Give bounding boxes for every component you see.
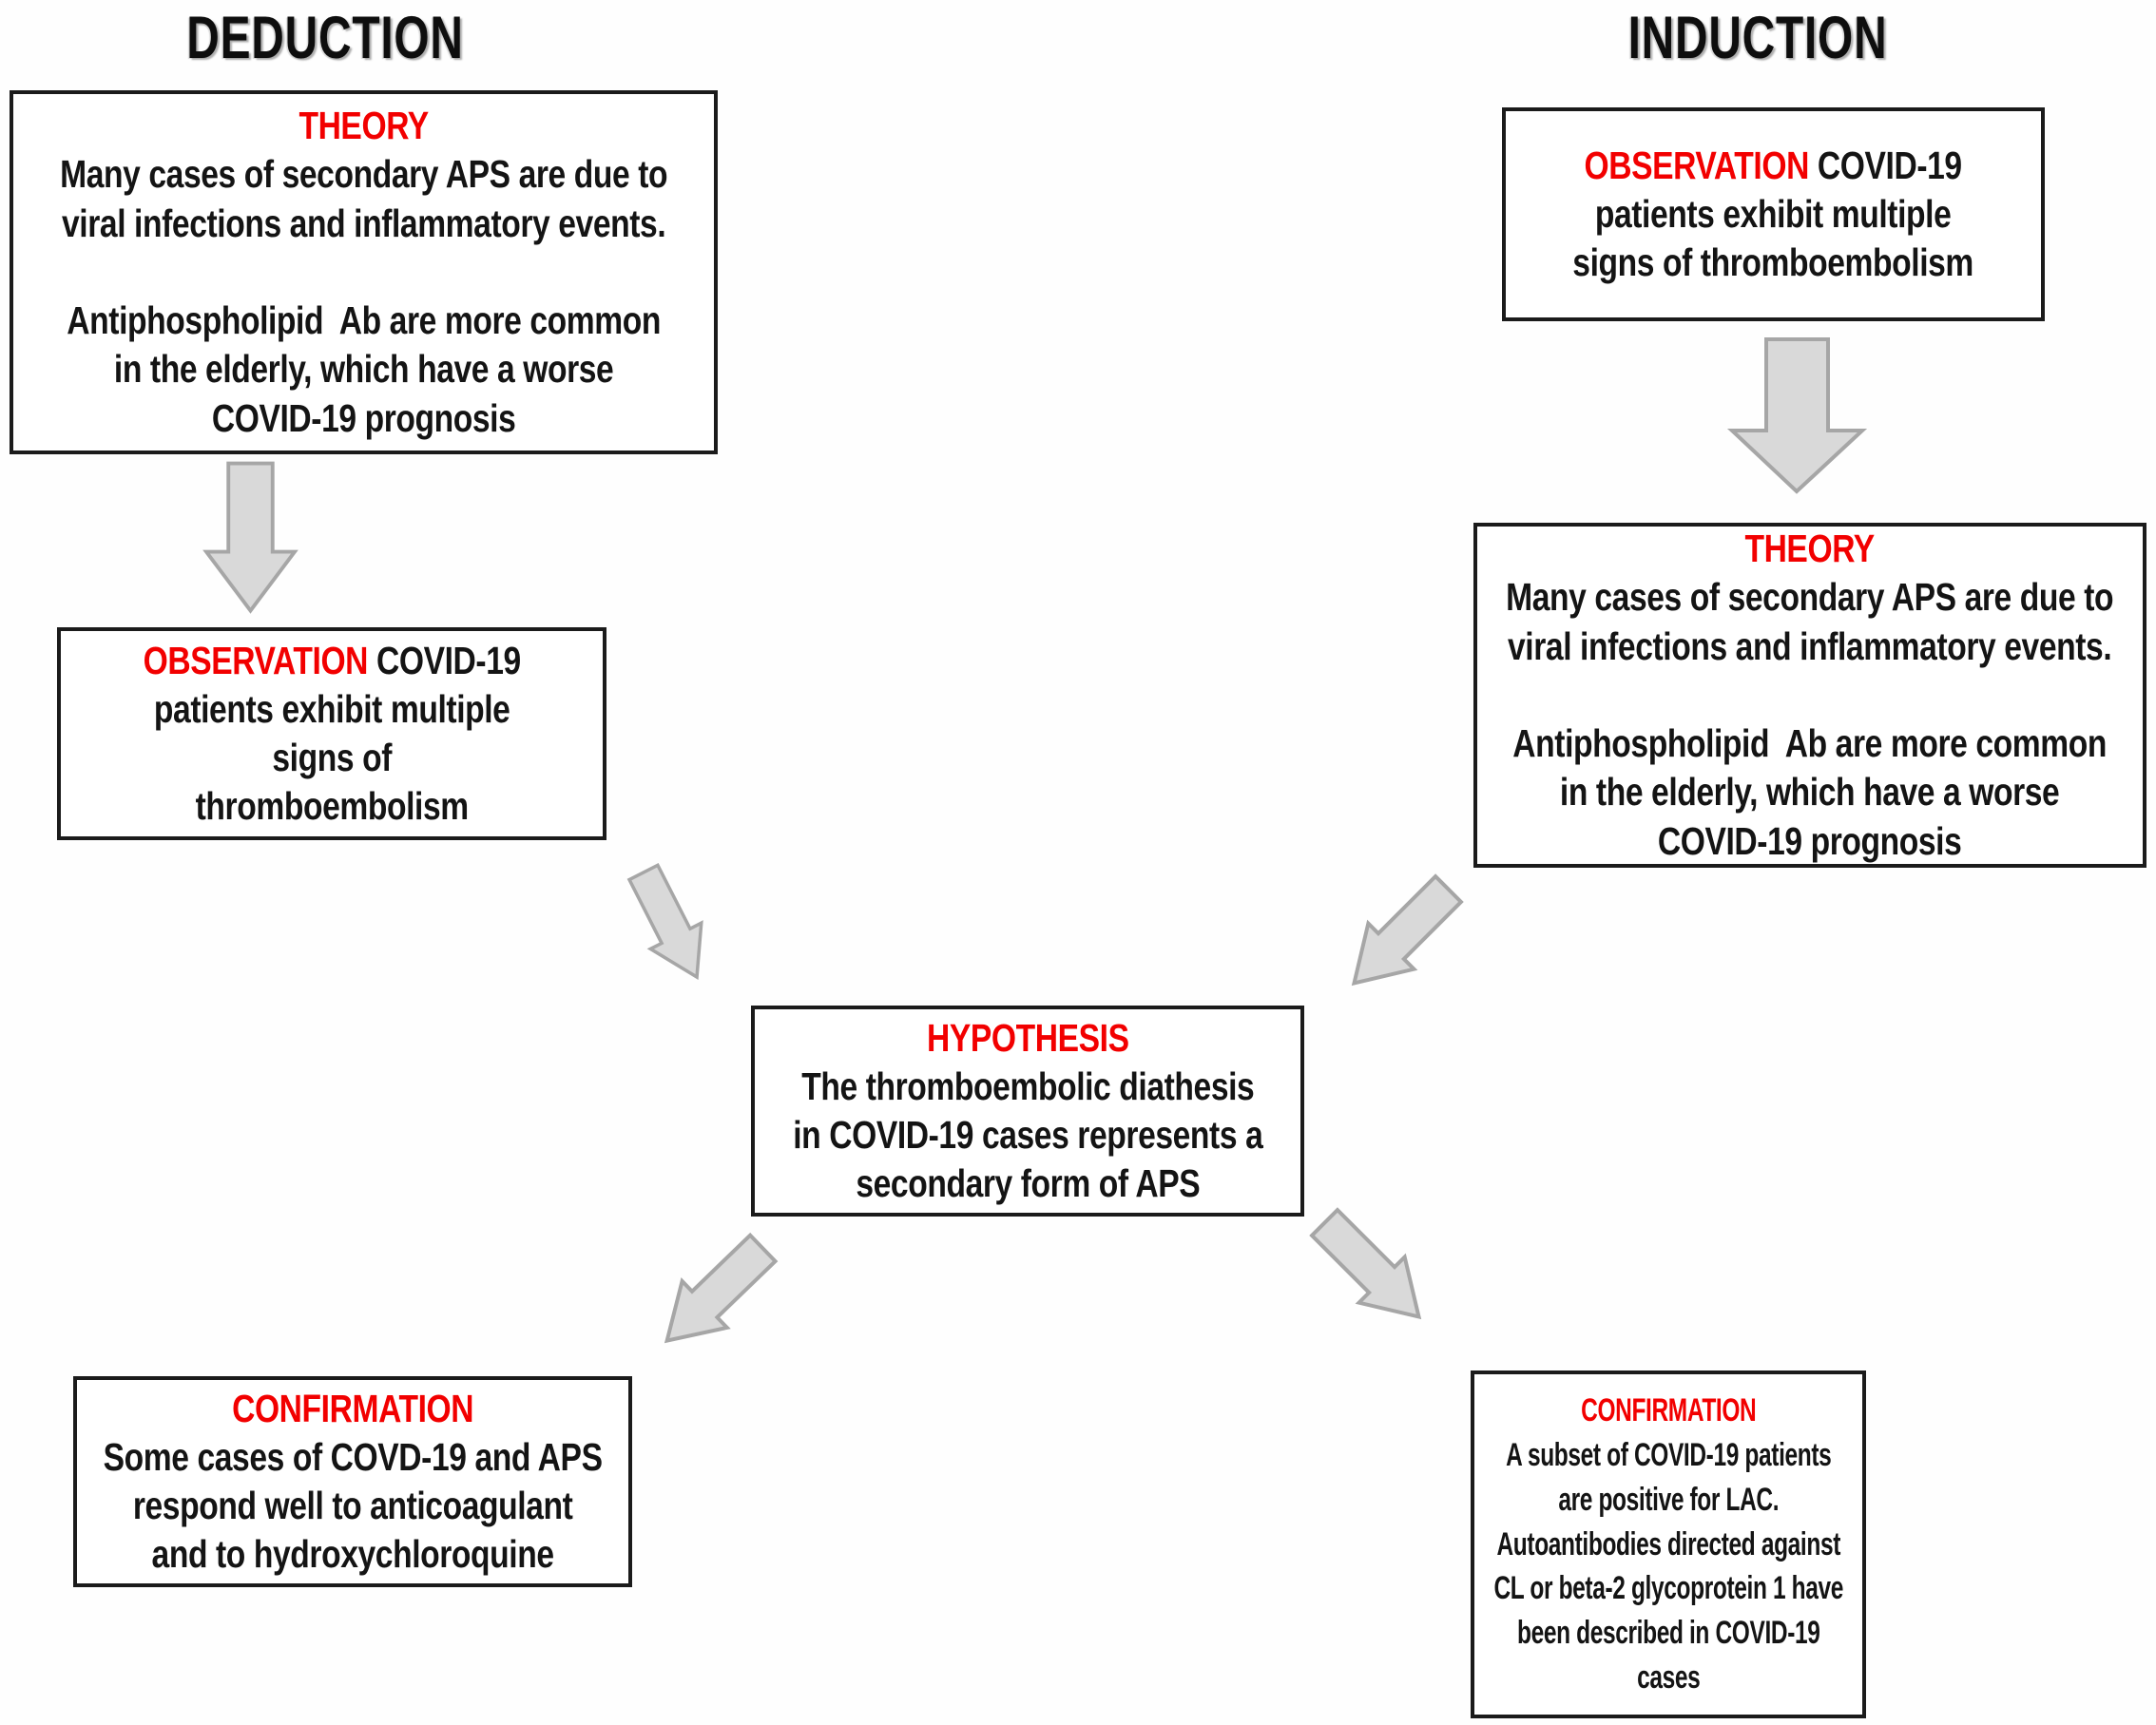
deduction-observation-body: COVID-19 patients exhibit multiple signs… xyxy=(153,638,521,829)
induction-observation-body: COVID-19 patients exhibit multiple signs… xyxy=(1572,143,1974,285)
induction-observation-box: OBSERVATION COVID-19 patients exhibit mu… xyxy=(1502,107,2045,321)
induction-title: INDUCTION xyxy=(1627,5,1888,71)
deduction-observation-label: OBSERVATION xyxy=(143,638,368,682)
induction-theory-heading: THEORY xyxy=(1744,527,1876,571)
deduction-title: DEDUCTION xyxy=(186,5,464,71)
deduction-observation-content: OBSERVATION COVID-19 patients exhibit mu… xyxy=(143,637,521,832)
block-arrow-down-icon xyxy=(1726,337,1868,494)
deduction-theory-body: Many cases of secondary APS are due to v… xyxy=(59,152,668,440)
block-arrow-diagonal-icon xyxy=(1351,873,1464,987)
induction-confirmation-content: CONFIRMATION A subset of COVID-19 patient… xyxy=(1493,1389,1843,1700)
induction-observation-to-theory-arrow xyxy=(1726,337,1868,494)
deduction-confirmation-heading: CONFIRMATION xyxy=(231,1386,474,1430)
deduction-confirmation-body: Some cases of COVD-19 and APS respond we… xyxy=(103,1434,603,1577)
induction-theory-body: Many cases of secondary APS are due to v… xyxy=(1506,575,2114,863)
block-arrow-diagonal-icon xyxy=(1309,1207,1422,1320)
deduction-observation-box: OBSERVATION COVID-19 patients exhibit mu… xyxy=(57,627,606,840)
hypothesis-body: The thromboembolic diathesis in COVID-19… xyxy=(792,1064,1263,1206)
induction-observation-content: OBSERVATION COVID-19 patients exhibit mu… xyxy=(1573,142,1974,288)
induction-theory-to-hypothesis-arrow xyxy=(1331,866,1471,1006)
block-arrow-diagonal-icon xyxy=(664,1232,779,1344)
deduction-observation-to-hypothesis-arrow xyxy=(612,849,728,1002)
hypothesis-to-induction-confirmation-arrow xyxy=(1301,1199,1441,1339)
deduction-theory-to-observation-arrow xyxy=(202,461,298,614)
block-arrow-down-icon xyxy=(202,461,298,614)
block-arrow-diagonal-icon xyxy=(626,862,703,981)
hypothesis-heading: HYPOTHESIS xyxy=(926,1015,1129,1060)
induction-confirmation-body: A subset of COVID-19 patients are positi… xyxy=(1493,1436,1843,1696)
induction-confirmation-heading: CONFIRMATION xyxy=(1580,1391,1757,1428)
induction-confirmation-box: CONFIRMATION A subset of COVID-19 patient… xyxy=(1471,1370,1866,1718)
hypothesis-to-deduction-confirmation-arrow xyxy=(645,1225,785,1364)
deduction-theory-heading: THEORY xyxy=(298,104,429,148)
induction-observation-label: OBSERVATION xyxy=(1584,143,1810,187)
